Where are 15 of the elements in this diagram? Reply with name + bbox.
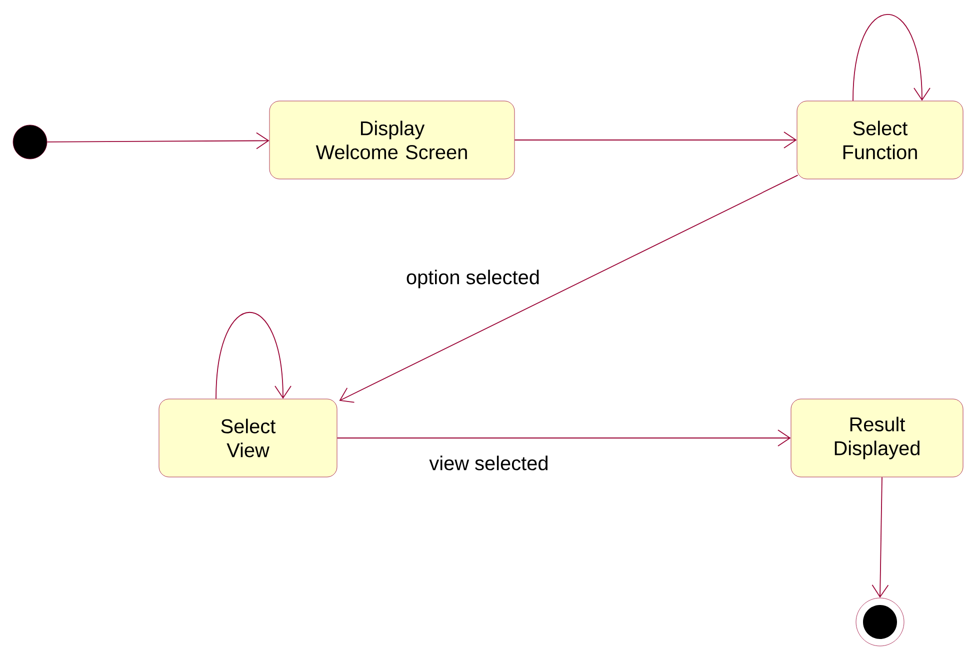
transition-arrow bbox=[336, 430, 791, 446]
transition-arrow bbox=[852, 14, 930, 102]
state-box: Display Welcome Screen bbox=[269, 100, 515, 180]
edge-label: option selected bbox=[404, 268, 542, 290]
initial-state bbox=[12, 124, 48, 160]
state-box: Select Function bbox=[796, 100, 964, 180]
transition-arrow bbox=[339, 174, 798, 403]
edge-label: view selected bbox=[428, 454, 550, 472]
transition-arrow bbox=[46, 132, 270, 150]
transition-arrow bbox=[216, 312, 292, 400]
transition-arrow bbox=[514, 132, 797, 148]
transition-arrow bbox=[872, 476, 889, 598]
state-box: Result Displayed bbox=[790, 398, 964, 478]
state-box: Select View bbox=[158, 398, 338, 478]
final-state bbox=[856, 598, 904, 646]
